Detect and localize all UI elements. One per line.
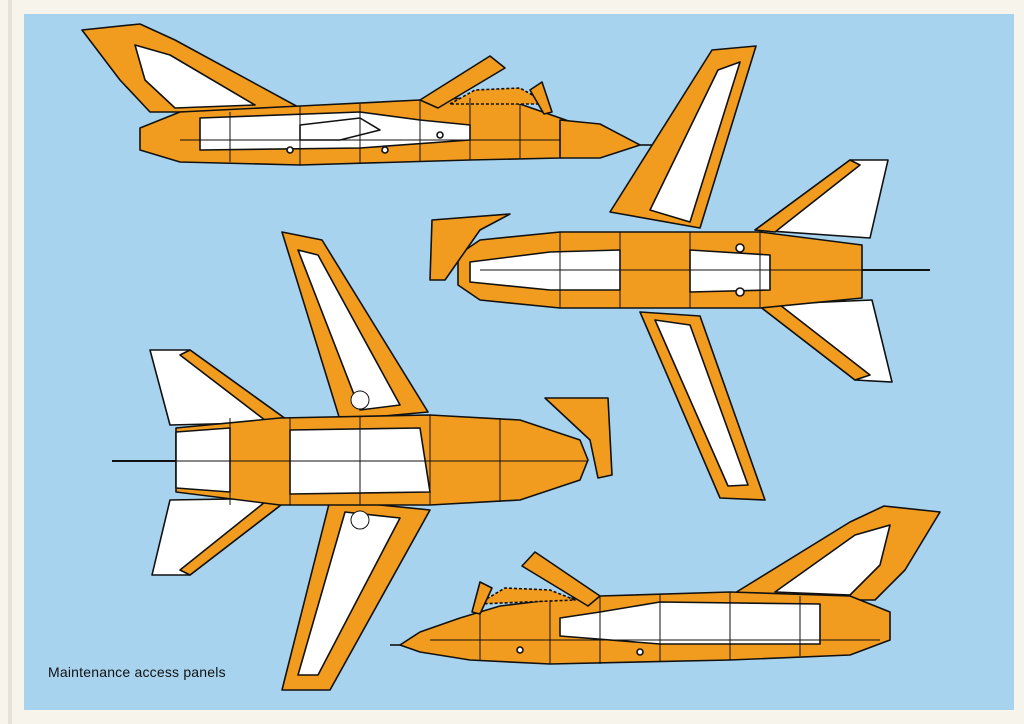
bottom-plan-rear-skin [175, 427, 231, 493]
bottom-plan-lower-wing-skin [297, 511, 401, 676]
caption: Maintenance access panels [48, 664, 226, 680]
radome [559, 119, 641, 159]
bottom-plan-open-canopy [544, 397, 613, 479]
plan-view-bottom [112, 231, 613, 691]
plan-open-canopy [429, 213, 511, 281]
bottom-plan-panel-lines [176, 415, 588, 505]
side-view-port [81, 23, 652, 166]
starboard-probe [471, 581, 493, 615]
starboard-tail-fin-skin [774, 524, 891, 596]
panel-lines [180, 98, 560, 165]
paper-fold [8, 0, 12, 724]
side-view-starboard [390, 505, 941, 665]
starboard-canopy [477, 587, 576, 605]
starboard-panel-lines [430, 592, 880, 664]
starboard-fuselage-skin [559, 601, 821, 645]
bottom-plan-upper-wing-skin [297, 249, 401, 411]
open-canopy [419, 55, 506, 109]
plan-centre-skin [689, 249, 771, 293]
lower-wing-skin [654, 319, 749, 487]
plan-panel-lines [480, 232, 862, 308]
tail-fin-skin [134, 44, 256, 109]
canopy [449, 87, 549, 105]
probe [529, 81, 553, 115]
upper-wing-skin [649, 61, 741, 223]
starboard-open-canopy [521, 551, 601, 607]
plan-view-top [429, 45, 930, 501]
upper-tailplane-edge [754, 159, 861, 233]
